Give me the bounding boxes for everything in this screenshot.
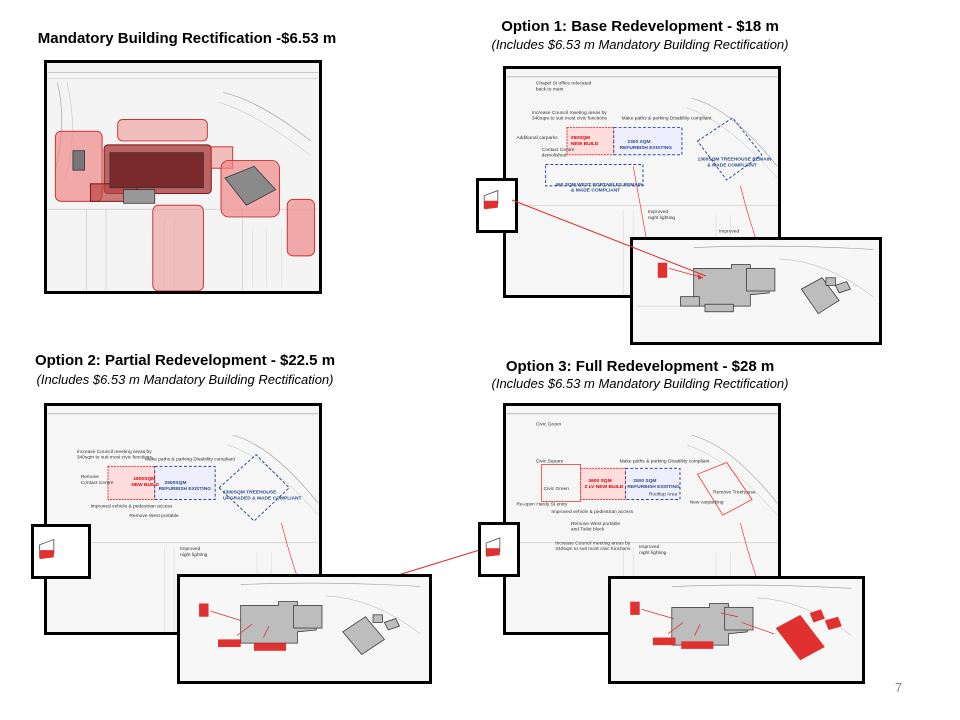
svg-text:Remove West portable: Remove West portable xyxy=(129,513,179,519)
svg-text:Improved vehicle & pedestrian: Improved vehicle & pedestrian access xyxy=(551,509,633,515)
svg-text:& MADE COMPLIANT: & MADE COMPLIANT xyxy=(571,188,620,194)
svg-text:REFURBISH EXISTING: REFURBISH EXISTING xyxy=(159,486,212,492)
option1-thumbnail xyxy=(476,178,518,233)
svg-text:2500 SQM: 2500 SQM xyxy=(633,478,656,484)
svg-text:Make paths & parking Disabilit: Make paths & parking Disability complian… xyxy=(620,459,711,465)
svg-text:250SQM: 250SQM xyxy=(571,135,590,141)
svg-text:340sqm to suit most civic func: 340sqm to suit most civic functions xyxy=(532,116,608,122)
svg-text:Remove West portable: Remove West portable xyxy=(571,521,621,527)
svg-text:Additional carparks: Additional carparks xyxy=(516,135,558,141)
svg-text:Civic Green: Civic Green xyxy=(544,486,570,492)
svg-text:& MADE COMPLIANT: & MADE COMPLIANT xyxy=(707,162,756,168)
svg-text:Re-open Hardy St entry: Re-open Hardy St entry xyxy=(516,501,568,507)
svg-text:460 SQM WEST PORTABLES REMAIN: 460 SQM WEST PORTABLES REMAIN xyxy=(555,182,643,188)
option3-title: Option 3: Full Redevelopment - $28 m xyxy=(505,358,775,375)
page-number: 7 xyxy=(895,680,903,695)
option2-subtitle: (Includes $6.53 m Mandatory Building Rec… xyxy=(36,372,334,387)
option2-inset-map xyxy=(177,574,432,684)
svg-text:1800SQM: 1800SQM xyxy=(133,476,155,482)
svg-text:Increase Council meeting areas: Increase Council meeting areas by xyxy=(77,449,152,455)
svg-text:night lighting: night lighting xyxy=(639,550,667,556)
svg-text:Remove Treehouse: Remove Treehouse xyxy=(713,490,756,496)
svg-text:Improved: Improved xyxy=(719,229,740,235)
svg-text:night lighting: night lighting xyxy=(180,552,208,558)
svg-text:Make paths & parking Disabilit: Make paths & parking Disability complian… xyxy=(622,116,713,122)
svg-text:back to main: back to main xyxy=(536,86,564,92)
svg-text:REFURBISH EXISTING: REFURBISH EXISTING xyxy=(620,145,673,151)
svg-text:and Toilet block: and Toilet block xyxy=(571,527,605,533)
svg-text:demolished: demolished xyxy=(542,153,567,159)
svg-text:Improved vehicle & pedestrian: Improved vehicle & pedestrian access xyxy=(90,503,172,509)
svg-text:Rooftop Area: Rooftop Area xyxy=(649,492,678,498)
svg-text:NEW BUILD: NEW BUILD xyxy=(131,482,159,488)
svg-text:UPGRADED & MADE COMPLIANT: UPGRADED & MADE COMPLIANT xyxy=(223,496,302,502)
svg-text:3600 SQM: 3600 SQM xyxy=(588,478,611,484)
svg-text:Increase Council meeting areas: Increase Council meeting areas by xyxy=(532,110,607,116)
svg-text:2300 SQM: 2300 SQM xyxy=(627,139,650,145)
svg-text:340sqm to suit most civic func: 340sqm to suit most civic functions xyxy=(77,455,153,461)
svg-text:Improved: Improved xyxy=(648,209,669,215)
option3-inset-map xyxy=(608,576,865,684)
svg-text:Remove: Remove xyxy=(81,474,99,480)
svg-text:340sqm to suit most civic func: 340sqm to suit most civic functions xyxy=(555,546,631,552)
svg-text:Civic Square: Civic Square xyxy=(536,459,564,465)
mandatory-site-plan xyxy=(44,60,322,294)
svg-text:Contact Centre: Contact Centre xyxy=(542,147,575,153)
option2-title: Option 2: Partial Redevelopment - $22.5 … xyxy=(34,352,336,369)
option1-title: Option 1: Base Redevelopment - $18 m xyxy=(501,18,779,35)
svg-text:2 LV NEW BUILD: 2 LV NEW BUILD xyxy=(585,484,624,490)
svg-text:Chapel St office relocated: Chapel St office relocated xyxy=(536,81,592,87)
option1-inset-map xyxy=(630,237,882,345)
svg-text:Improved: Improved xyxy=(639,544,660,550)
svg-text:New carparking: New carparking xyxy=(690,499,724,505)
svg-text:Increase Council meeting areas: Increase Council meeting areas by xyxy=(555,540,630,546)
svg-text:2500SQM: 2500SQM xyxy=(164,480,186,486)
mandatory-title: Mandatory Building Rectification -$6.53 … xyxy=(37,30,337,47)
svg-text:Improved: Improved xyxy=(180,546,201,552)
svg-text:NEW BUILD: NEW BUILD xyxy=(571,141,599,147)
svg-text:Contact Centre: Contact Centre xyxy=(81,480,114,486)
svg-text:Civic Green: Civic Green xyxy=(536,421,562,427)
svg-text:Make paths & parking Disabilit: Make paths & parking Disability complian… xyxy=(145,457,236,463)
option3-subtitle: (Includes $6.53 m Mandatory Building Rec… xyxy=(491,376,789,391)
svg-text:1300SQM TREEHOUSE REMAIN: 1300SQM TREEHOUSE REMAIN xyxy=(698,157,772,163)
option1-subtitle: (Includes $6.53 m Mandatory Building Rec… xyxy=(491,37,789,52)
option2-thumbnail xyxy=(31,524,91,579)
svg-text:1300SQM TREEHOUSE: 1300SQM TREEHOUSE xyxy=(223,490,277,496)
svg-text:night lighting: night lighting xyxy=(648,215,676,221)
option3-thumbnail xyxy=(478,522,520,577)
svg-text:REFURBISH EXISTING: REFURBISH EXISTING xyxy=(627,484,680,490)
